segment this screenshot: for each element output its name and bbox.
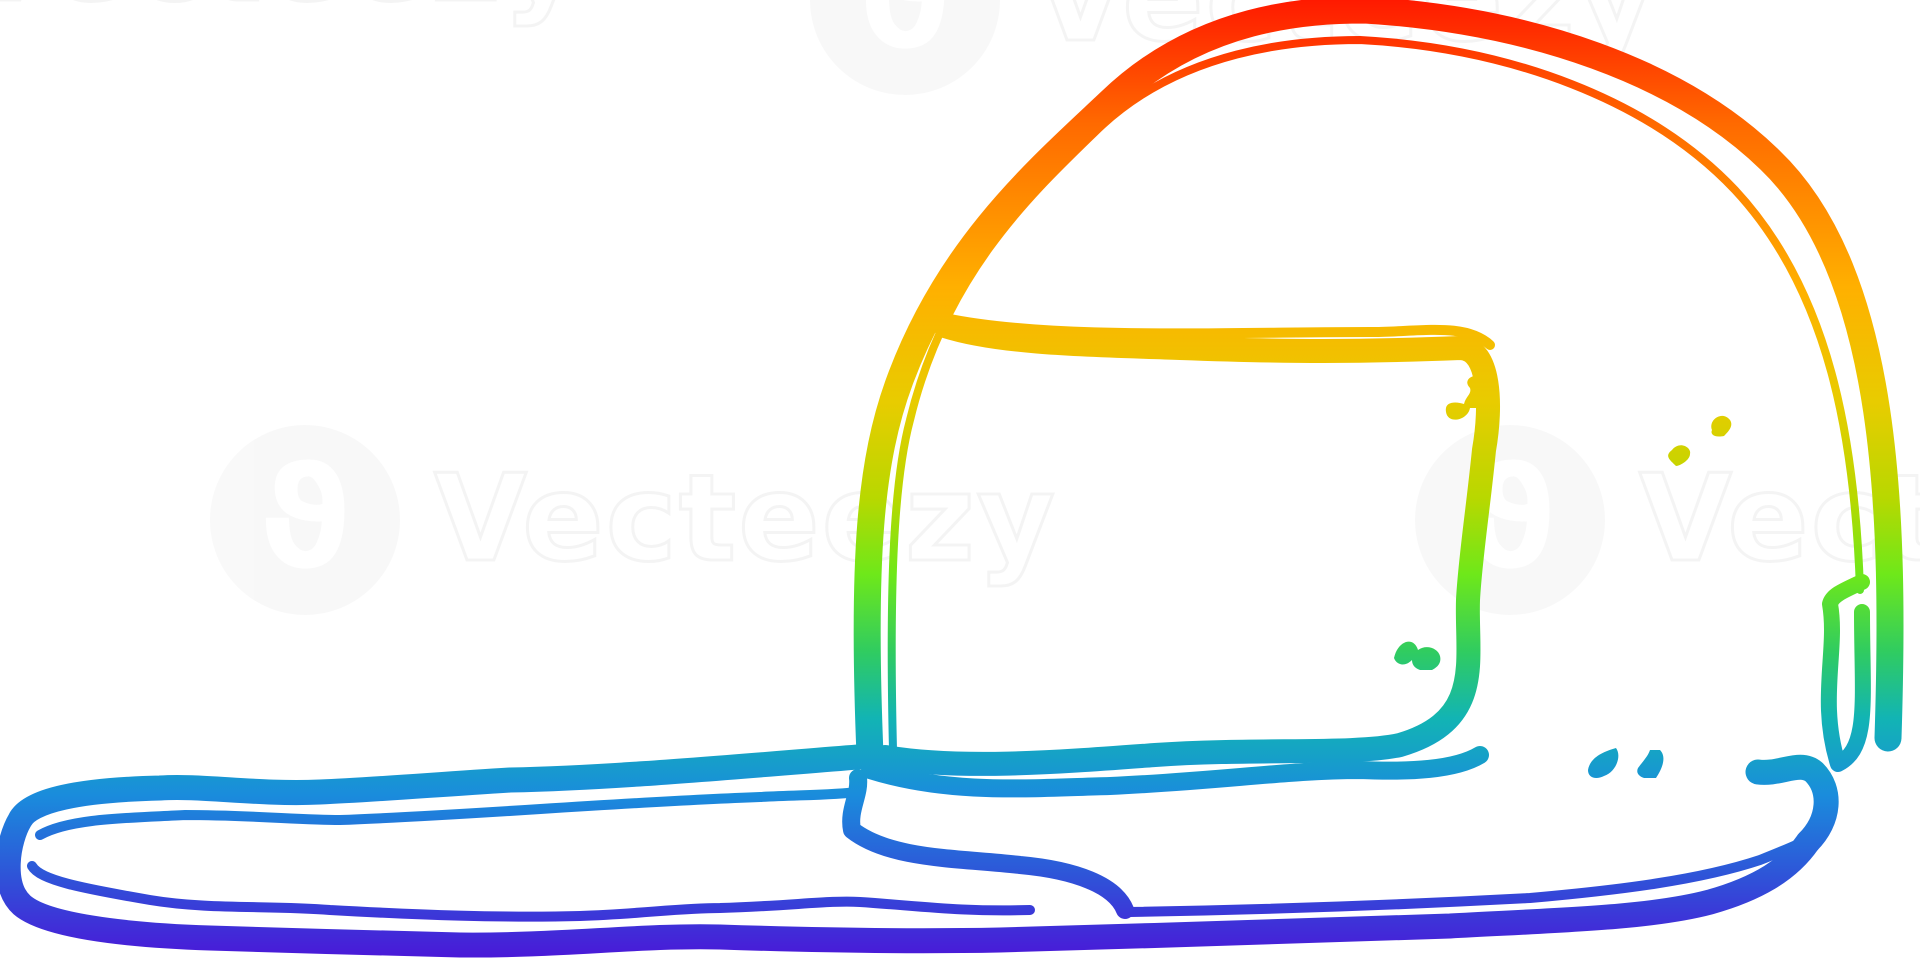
front-panel [873,314,1500,776]
speckle [1711,415,1732,437]
crown-outline [853,0,1904,769]
speckle [1588,748,1619,778]
visor-underside [861,746,1489,798]
visor-lower-edge [27,861,1035,922]
speckles [1394,375,1732,778]
strap-detail [1820,574,1871,772]
speckle [1668,445,1691,466]
speckle [1637,750,1664,778]
visor-fold [842,769,1134,919]
visor-top [0,744,1821,958]
visor-inner-lower [1745,754,1839,855]
visor-inner-edge [35,787,863,840]
crown-inner-outline [887,36,1864,754]
panel-seam [940,313,1495,350]
visor-right-edge [1125,825,1827,917]
speckle [1445,375,1492,420]
speckle [1394,641,1441,670]
